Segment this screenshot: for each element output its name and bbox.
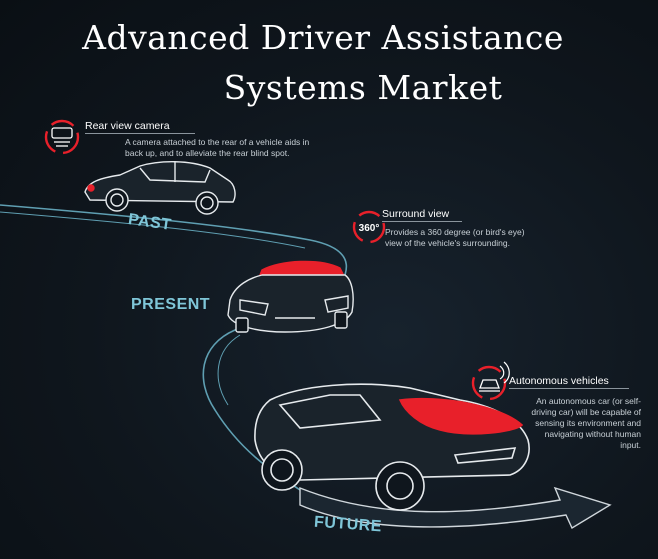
autonomous-vehicles-title: Autonomous vehicles bbox=[509, 375, 609, 387]
title-line-1: Advanced Driver Assistance bbox=[82, 18, 564, 57]
autonomous-car-icon bbox=[471, 361, 510, 401]
360-view-label: 360° bbox=[359, 223, 380, 234]
360-view-icon: 360° bbox=[352, 210, 386, 244]
future-road-arrow bbox=[299, 486, 612, 530]
surround-view-divider bbox=[382, 221, 462, 222]
rear-view-camera-title: Rear view camera bbox=[85, 120, 170, 132]
past-sedan-car bbox=[84, 161, 236, 215]
era-label-present: PRESENT bbox=[131, 296, 211, 313]
rear-view-divider bbox=[85, 133, 195, 134]
rear-view-camera-description: A camera attached to the rear of a vehic… bbox=[125, 137, 310, 158]
title-line-2: Systems Market bbox=[223, 68, 503, 107]
present-sports-car bbox=[227, 260, 354, 333]
future-suv-car bbox=[254, 383, 530, 511]
autonomous-vehicles-divider bbox=[509, 388, 629, 389]
surround-view-description: Provides a 360 degree (or bird's eye) vi… bbox=[385, 227, 525, 248]
surround-view-title: Surround view bbox=[382, 208, 450, 220]
autonomous-vehicles-description: An autonomous car (or self-driving car) … bbox=[531, 396, 641, 450]
camera-car-icon bbox=[44, 119, 80, 155]
